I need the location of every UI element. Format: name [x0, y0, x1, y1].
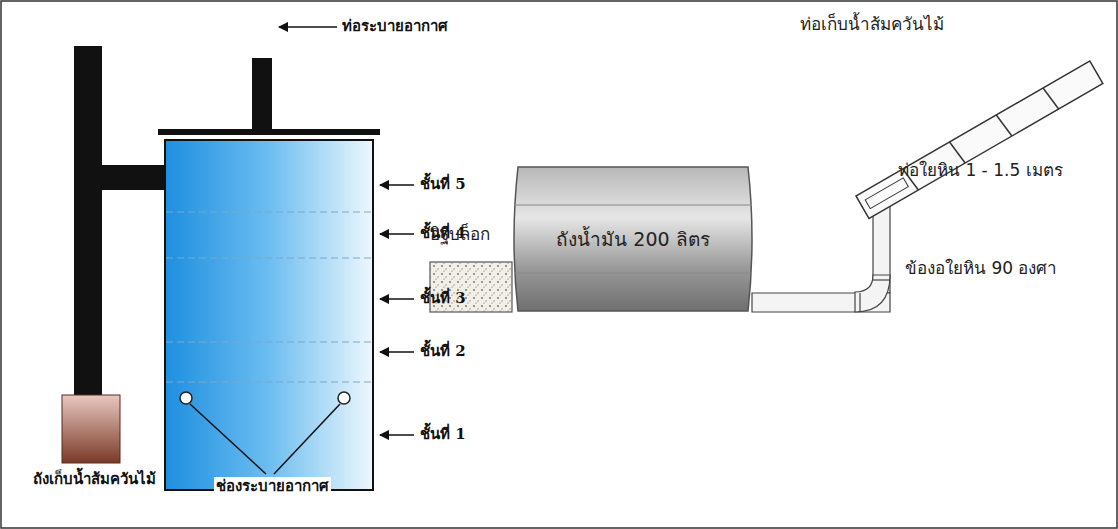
- collection-bucket: [62, 395, 120, 463]
- pipe-label: ท่อใยหิน 1 - 1.5 เมตร: [898, 160, 1063, 180]
- layer-label: ชั้นที่ 3: [420, 289, 466, 307]
- vent-label: ช่องระบายอากาศ: [214, 477, 331, 495]
- layer-arrows: [380, 185, 414, 435]
- brick-label: อิฐบล็อก: [430, 224, 490, 244]
- layer-label: ชั้นที่ 1: [420, 425, 466, 443]
- leader-arrow: [279, 26, 337, 28]
- condenser-pipe: [74, 46, 166, 452]
- layer-label: ชั้นที่ 2: [420, 342, 466, 360]
- elbow-label: ข้องอใยหิน 90 องศา: [905, 258, 1057, 278]
- asbestos-pipe: [752, 205, 890, 312]
- bucket-label: ถังเก็บน้ำส้มควันไม้: [31, 470, 158, 488]
- drum-label: ถังน้ำมัน 200 ลิตร: [556, 224, 709, 254]
- kiln-tank: [158, 58, 380, 490]
- layer-label: ชั้นที่ 5: [420, 175, 466, 193]
- pipe-label: ท่อระบายอากาศ: [342, 17, 448, 35]
- tube-label: ท่อเก็บน้ำส้มควันไม้: [800, 14, 944, 34]
- oil-drum: ถังน้ำมัน 200 ลิตร: [510, 165, 756, 313]
- bamboo-tube: [856, 61, 1103, 219]
